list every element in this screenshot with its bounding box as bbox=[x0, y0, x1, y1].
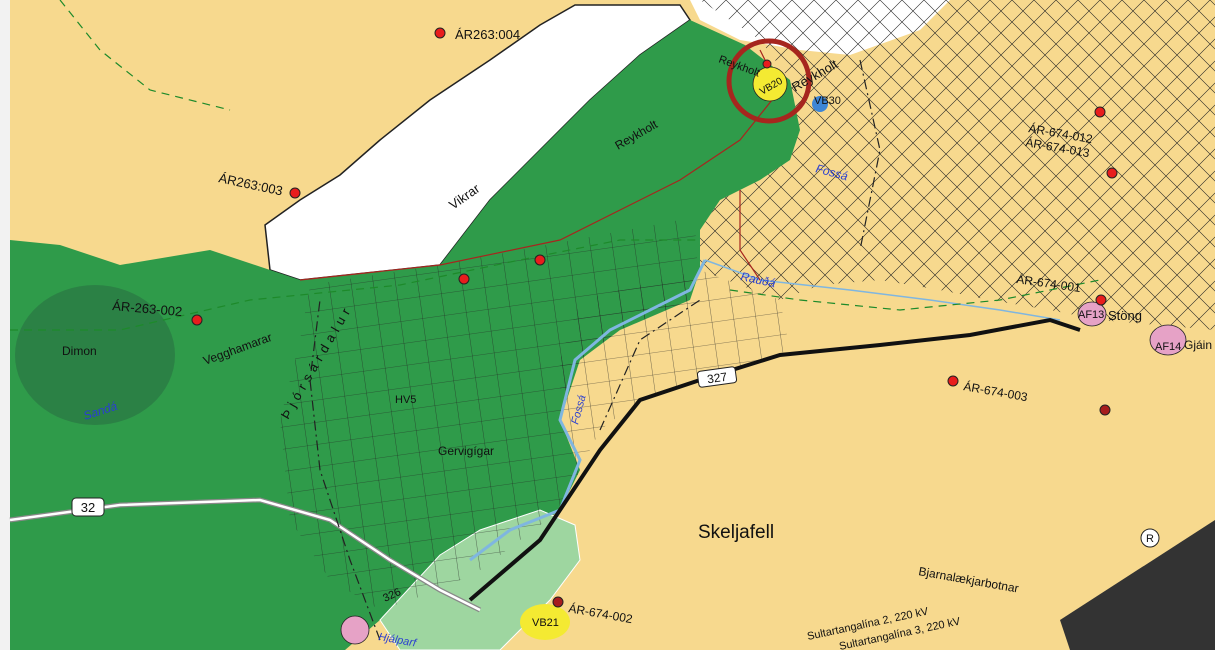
af14-zone bbox=[1149, 324, 1187, 356]
label-vb21: VB21 bbox=[532, 617, 559, 629]
road-32-inner bbox=[9, 498, 481, 612]
site-dot[interactable] bbox=[534, 254, 546, 266]
site-dot[interactable] bbox=[552, 596, 564, 608]
fossa-river bbox=[469, 259, 707, 562]
road-327-box bbox=[696, 366, 738, 388]
dark-area bbox=[1060, 520, 1215, 650]
label-skeljafell: Skeljafell bbox=[698, 522, 774, 543]
label-ar263-002: ÁR-263-002 bbox=[112, 298, 183, 319]
protected-zone-east bbox=[700, 0, 1215, 330]
site-dot[interactable] bbox=[1095, 294, 1107, 306]
vb30-zone bbox=[812, 96, 828, 112]
archaeology-sites bbox=[191, 27, 1118, 608]
boundary-dashed-green bbox=[10, 0, 1101, 331]
road-327 bbox=[468, 317, 1081, 602]
site-dot[interactable] bbox=[762, 59, 772, 69]
label-ar263-004: ÁR263:004 bbox=[455, 27, 520, 42]
label-dimon: Dimon bbox=[62, 344, 97, 358]
left-margin bbox=[0, 0, 10, 650]
vb21-zone bbox=[520, 604, 570, 640]
site-dot[interactable] bbox=[289, 187, 301, 199]
r-marker bbox=[1140, 528, 1160, 548]
boundary-dashdot bbox=[309, 59, 881, 641]
site-dot[interactable] bbox=[1106, 167, 1118, 179]
site-dot[interactable] bbox=[434, 27, 446, 39]
r-marker-label: R bbox=[1146, 533, 1154, 545]
label-af13: AF13 bbox=[1078, 309, 1104, 321]
label-gervigigar: Gervigígar bbox=[438, 444, 494, 458]
label-hv5: HV5 bbox=[395, 394, 416, 406]
dimon-lava bbox=[15, 285, 175, 425]
site-dot[interactable] bbox=[458, 273, 470, 285]
label-gjain: Gjáin bbox=[1184, 338, 1212, 352]
pink-zone-bottom bbox=[340, 615, 370, 645]
label-af14: AF14 bbox=[1155, 341, 1181, 353]
label-stong: Stöng bbox=[1108, 308, 1142, 323]
label-vb30: VB30 bbox=[814, 95, 841, 107]
site-dot[interactable] bbox=[947, 375, 959, 387]
road-32-box bbox=[71, 497, 105, 517]
site-dot[interactable] bbox=[1099, 404, 1111, 416]
site-dot[interactable] bbox=[1094, 106, 1106, 118]
road-32-label: 32 bbox=[81, 500, 95, 515]
site-dot[interactable] bbox=[191, 314, 203, 326]
rauda-river bbox=[704, 259, 1061, 321]
af13-zone bbox=[1077, 301, 1107, 327]
highlight-circle bbox=[726, 38, 812, 124]
protected-zone-south bbox=[560, 270, 790, 470]
road-327-label: 327 bbox=[706, 370, 728, 387]
